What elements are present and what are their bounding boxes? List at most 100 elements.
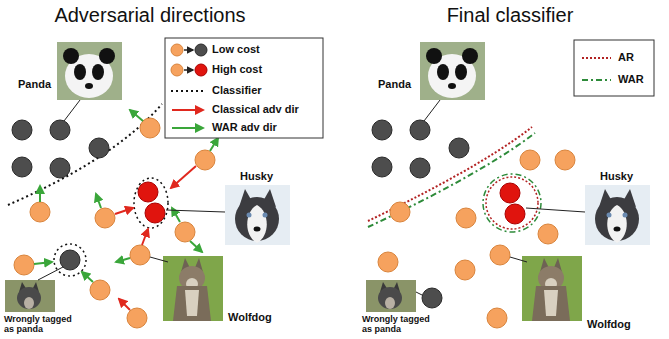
dog-point	[14, 255, 34, 275]
wolf-photo	[5, 280, 55, 312]
panda-point	[12, 120, 32, 140]
legend-label: Classical adv dir	[212, 103, 299, 116]
legend-green-arrow	[172, 127, 203, 129]
dog-point	[378, 252, 398, 272]
legend-label: Classifier	[212, 84, 262, 97]
panda-point	[410, 120, 430, 140]
red-arrow	[115, 208, 133, 214]
legend-label: WAR	[618, 73, 644, 86]
red-arrow	[119, 299, 130, 310]
photo-label: Wrongly tagged as panda	[362, 314, 438, 334]
dog-point	[520, 150, 540, 170]
legend-label: Low cost	[212, 43, 260, 56]
husky-point	[145, 203, 165, 223]
high-cost-points	[500, 183, 525, 224]
legend-label: AR	[618, 51, 634, 64]
legend-war-line	[582, 79, 611, 81]
leader-line	[526, 208, 585, 212]
panda-photo	[420, 42, 485, 100]
dog-point	[490, 245, 510, 265]
high-cost-points	[138, 182, 165, 223]
war-ring	[483, 174, 541, 232]
legend-arrow	[184, 49, 193, 51]
legend-dark	[195, 44, 207, 56]
legend-ar-line	[582, 57, 611, 59]
photo-label: Wrongly tagged as panda	[4, 314, 80, 334]
husky-photo	[585, 185, 650, 245]
photo-label: Husky	[600, 170, 633, 183]
dog-point	[130, 245, 150, 265]
leader-line	[416, 292, 422, 295]
war-boundary	[368, 133, 535, 227]
wolf-photo	[366, 280, 416, 312]
panda-photo	[57, 42, 122, 100]
green-arrow	[82, 272, 93, 282]
photo-label: Panda	[378, 78, 411, 91]
leader-line	[38, 267, 63, 280]
photo-label: Wolfdog	[228, 311, 272, 324]
dog-point	[555, 150, 575, 170]
legend-label: High cost	[212, 63, 262, 76]
dog-point	[30, 202, 50, 222]
leader-line	[424, 100, 440, 121]
photo-label: Panda	[18, 78, 51, 91]
panel-title: Adversarial directions	[54, 4, 245, 27]
ar-ring	[486, 177, 538, 229]
green-arrow	[96, 194, 101, 208]
leader-line	[166, 210, 225, 212]
husky-point	[505, 204, 525, 224]
panda-point	[50, 158, 70, 178]
legend-red-arrow	[172, 109, 203, 111]
wolfdog-photo	[522, 256, 582, 321]
leader-lines	[416, 100, 585, 295]
green-arrow	[190, 241, 202, 252]
legend-arrow	[184, 69, 193, 71]
legend-orange	[171, 64, 183, 76]
husky-point	[138, 182, 158, 202]
legend-samples	[171, 44, 207, 128]
husky-photo	[225, 185, 290, 245]
leader-line	[510, 257, 527, 262]
green-arrow	[210, 138, 218, 151]
panda-point	[410, 158, 430, 178]
dog-point	[127, 308, 147, 328]
husky-point	[500, 183, 520, 203]
mislabel-ring	[54, 244, 86, 276]
left-panel	[5, 38, 323, 328]
leader-line	[64, 100, 80, 121]
mislabeled-point	[422, 288, 442, 308]
panda-point	[12, 157, 32, 177]
dog-point	[95, 208, 115, 228]
red-arrow	[142, 229, 148, 245]
green-arrow	[34, 262, 52, 264]
legend-label: WAR adv dir	[212, 121, 277, 134]
dog-point	[487, 308, 507, 328]
panda-point	[372, 120, 392, 140]
panda-point	[372, 157, 392, 177]
dog-point	[456, 208, 476, 228]
legend-orange	[171, 44, 183, 56]
panda-point	[449, 138, 469, 158]
low-cost-points	[372, 120, 469, 308]
red-arrow	[171, 166, 196, 188]
classifier-boundary	[8, 104, 162, 205]
panda-point	[89, 138, 109, 158]
legend-box	[165, 38, 323, 138]
dog-point	[390, 202, 410, 222]
dog-point	[175, 222, 195, 242]
legend-classifier-line	[171, 90, 206, 92]
wolfdog-photo	[163, 256, 223, 321]
leader-lines	[38, 100, 225, 280]
dog-point	[538, 224, 558, 244]
dog-point	[90, 280, 110, 300]
panda-point	[50, 120, 70, 140]
legend-red	[195, 64, 207, 76]
legend-box	[574, 40, 654, 96]
right-panel	[366, 40, 654, 328]
leader-line	[150, 257, 168, 262]
green-arrow	[130, 110, 143, 121]
low-cost-points	[12, 120, 109, 270]
